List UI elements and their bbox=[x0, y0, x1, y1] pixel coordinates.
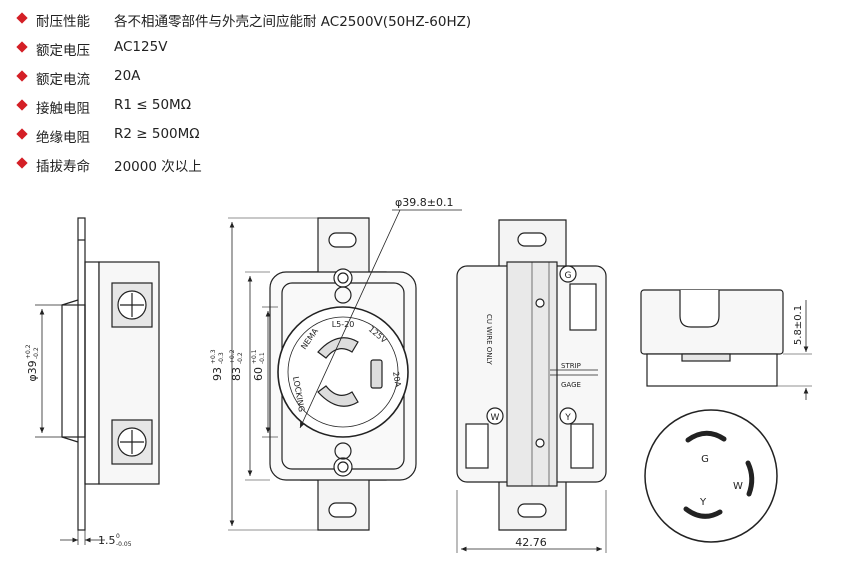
plug-g-label: G bbox=[701, 454, 709, 465]
outer-height-tol-bot: -0.3 bbox=[218, 352, 225, 364]
inner-height-label: 60 +0.1 -0.1 bbox=[251, 349, 266, 381]
back-width-label: 42.76 bbox=[515, 536, 547, 549]
outer-height-label: 93 +0.3 -0.3 bbox=[210, 349, 225, 381]
side-body-inner bbox=[84, 261, 100, 485]
inner-height-main: 60 bbox=[252, 367, 265, 381]
spec-value: 20A bbox=[114, 68, 141, 84]
spec-value: AC125V bbox=[114, 39, 168, 55]
terminal-screw-icon bbox=[111, 419, 153, 465]
mounting-slot bbox=[328, 232, 357, 248]
top-view bbox=[640, 289, 812, 400]
hot-contact bbox=[370, 359, 383, 389]
side-diameter-tol-bot: -0.2 bbox=[33, 347, 40, 359]
gage-label: GAGE bbox=[561, 381, 581, 389]
front-view bbox=[228, 209, 462, 531]
side-diameter-label: φ39 +0.2 -0.2 bbox=[25, 344, 40, 381]
side-front-face bbox=[61, 304, 86, 438]
screw-hole bbox=[333, 457, 353, 477]
mounting-slot bbox=[517, 503, 547, 518]
spec-value: R1 ≤ 50MΩ bbox=[114, 97, 192, 113]
neutral-terminal-label: W bbox=[491, 413, 500, 423]
back-view bbox=[456, 219, 607, 553]
neutral-terminal-marker bbox=[486, 407, 504, 425]
neutral-contact bbox=[317, 385, 359, 407]
outer-height-main: 93 bbox=[211, 367, 224, 381]
inner-height-tol-bot: -0.1 bbox=[259, 352, 266, 364]
spec-label: 额定电压 bbox=[36, 43, 90, 59]
hot-terminal-label: Y bbox=[564, 413, 571, 423]
face-text-amperage: 20A bbox=[391, 371, 403, 388]
mounting-slot bbox=[328, 502, 357, 518]
ground-contact bbox=[317, 337, 359, 359]
side-view bbox=[35, 217, 160, 545]
spec-label: 额定电流 bbox=[36, 72, 90, 88]
spec-value: R2 ≥ 500MΩ bbox=[114, 126, 200, 142]
terminal-screw-icon bbox=[111, 282, 153, 328]
mid-height-tol-top: +0.2 bbox=[229, 349, 236, 364]
face-diameter-label: φ39.8±0.1 bbox=[395, 196, 453, 209]
plug-face-circle bbox=[644, 409, 778, 543]
side-diameter-main: φ39 bbox=[26, 360, 39, 381]
side-thickness-tol-top: 0 bbox=[116, 533, 120, 540]
mid-height-main: 83 bbox=[230, 367, 243, 381]
outer-height-tol-top: +0.3 bbox=[210, 349, 217, 364]
mounting-slot bbox=[517, 232, 547, 247]
spec-value: 各不相通零部件与外壳之间应能耐 AC2500V(50HZ-60HZ) bbox=[114, 14, 472, 30]
plug-ground-blade bbox=[685, 430, 727, 443]
plug-neutral-blade bbox=[683, 506, 723, 519]
top-height-label: 5.8±0.1 bbox=[793, 305, 804, 345]
spec-label: 耐压性能 bbox=[36, 14, 90, 30]
spec-label: 插拔寿命 bbox=[36, 159, 90, 175]
side-diameter-tol-top: +0.2 bbox=[25, 344, 32, 359]
side-thickness-main: 1.5 bbox=[98, 534, 116, 547]
spec-label: 绝缘电阻 bbox=[36, 130, 90, 146]
side-thickness-tol-bot: -0.05 bbox=[116, 541, 132, 548]
mid-height-label: 83 +0.2 -0.2 bbox=[229, 349, 244, 381]
hot-terminal-marker bbox=[559, 407, 577, 425]
cu-wire-only-label: CU WIRE ONLY bbox=[485, 314, 493, 365]
strip-label: STRIP bbox=[561, 362, 581, 370]
spec-value: 20000 次以上 bbox=[114, 159, 202, 175]
screw-hole bbox=[333, 268, 353, 288]
side-thickness-label: 1.5 0 -0.05 bbox=[98, 533, 132, 548]
plug-y-label: Y bbox=[699, 497, 707, 508]
side-strap bbox=[77, 217, 86, 531]
ground-terminal-label: G bbox=[565, 271, 572, 281]
ground-terminal-marker bbox=[559, 265, 577, 283]
plug-hot-blade bbox=[745, 460, 755, 497]
inner-height-tol-top: +0.1 bbox=[251, 349, 258, 364]
plug-face-view bbox=[644, 409, 778, 543]
spec-label: 接触电阻 bbox=[36, 101, 90, 117]
face-text-rating: L5-20 bbox=[332, 320, 355, 329]
mid-height-tol-bot: -0.2 bbox=[237, 352, 244, 364]
plug-w-label: W bbox=[733, 481, 743, 492]
